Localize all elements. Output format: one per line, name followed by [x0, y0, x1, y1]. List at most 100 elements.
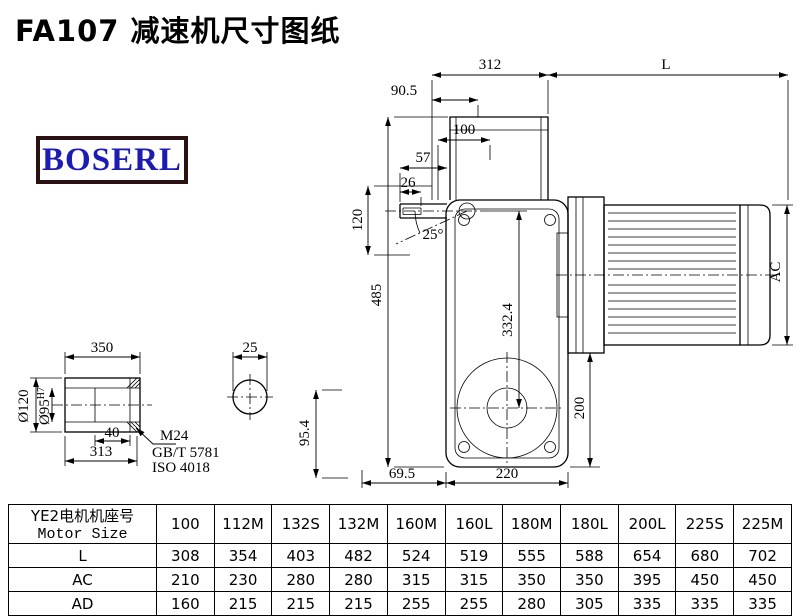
boserl-logo-text: BOSERL [42, 141, 182, 178]
table-cell: 305 [560, 591, 619, 616]
table-cell: 450 [733, 567, 792, 592]
boserl-logo: BOSERL [36, 136, 188, 184]
table-cell: 215 [329, 591, 388, 616]
table-cell: 354 [213, 543, 273, 568]
dim-485: 485 [369, 284, 385, 307]
dim-angle-25: 25° [423, 227, 444, 243]
column-header: 180M [502, 504, 562, 544]
table-cell: 524 [386, 543, 446, 568]
column-header: 225S [675, 504, 735, 544]
table-cell: 160 [156, 591, 215, 616]
bolt-hole [458, 441, 470, 453]
dim-100: 100 [453, 122, 476, 138]
dim-200: 200 [572, 397, 588, 420]
angle-reference-line [395, 210, 468, 245]
column-header: 225M [733, 504, 792, 544]
shaft-end-centerlines [227, 374, 273, 420]
output-centerlines [450, 352, 564, 464]
column-header: 100 [156, 504, 215, 544]
column-header: 160M [386, 504, 446, 544]
dim-313: 313 [90, 444, 113, 460]
motor-fins [608, 212, 736, 334]
table-row-AD: AD 160 215 215 215 255 255 280 305 335 3… [8, 591, 792, 616]
table-cell: 335 [617, 591, 677, 616]
section-hatching [126, 377, 141, 433]
dia95-value: Ø95 [37, 399, 53, 425]
column-header: 132S [271, 504, 331, 544]
column-header: 132M [329, 504, 388, 544]
input-shaft-keyway [402, 207, 422, 215]
table-row-AC: AC 210 230 280 280 315 315 350 350 395 4… [8, 567, 792, 592]
table-cell: 588 [560, 543, 619, 568]
row-label: L [8, 543, 157, 568]
bolt-hole [458, 214, 470, 226]
table-cell: 215 [271, 591, 331, 616]
dia95-tolerance: H7 [36, 387, 47, 399]
motor-size-header-cn: YE2电机机座号 [30, 507, 135, 525]
angle-arc [414, 210, 421, 234]
technical-drawing: 312 L 90.5 100 57 26 120 25° 485 332.4 A… [16, 57, 793, 488]
bolt-hole [544, 441, 556, 453]
hollow-shaft-bore [65, 378, 140, 432]
row-label: AD [8, 591, 157, 616]
column-header: 112M [213, 504, 273, 544]
page-title: FA107 减速机尺寸图纸 [15, 14, 341, 48]
dim-L: L [661, 57, 670, 73]
table-cell: 315 [444, 567, 504, 592]
table-cell: 210 [156, 567, 215, 592]
dim-350: 350 [91, 340, 114, 356]
extension-lines [437, 145, 491, 200]
hollow-shaft-outline [64, 377, 141, 433]
dim-332-4: 332.4 [500, 303, 516, 337]
column-header: 180L [560, 504, 619, 544]
table-cell: 555 [502, 543, 562, 568]
motor-size-header: YE2电机机座号 Motor Size [8, 504, 157, 544]
table-cell: 519 [444, 543, 504, 568]
table-cell: 215 [213, 591, 273, 616]
dim-40: 40 [105, 425, 120, 441]
table-cell: 680 [675, 543, 735, 568]
gearbox-tower-detail [450, 117, 548, 200]
column-header: 160L [444, 504, 504, 544]
table-cell: 335 [733, 591, 792, 616]
dim-220: 220 [496, 466, 519, 482]
table-cell: 280 [329, 567, 388, 592]
extension-lines [322, 389, 348, 479]
motor-size-table: YE2电机机座号 Motor Size 100 112M 132S 132M 1… [8, 504, 792, 616]
dim-dia120: Ø120 [16, 389, 32, 422]
main-view: 312 L 90.5 100 57 26 120 25° 485 332.4 A… [297, 57, 793, 488]
table-cell: 335 [675, 591, 735, 616]
dim-312: 312 [479, 57, 502, 73]
motor-coupling [556, 232, 569, 318]
standard-iso-label: ISO 4018 [152, 460, 210, 476]
table-cell: 350 [560, 567, 619, 592]
gearbox-tower-outline [449, 116, 549, 200]
table-cell: 255 [386, 591, 446, 616]
table-cell: 315 [386, 567, 446, 592]
dim-120: 120 [350, 209, 366, 232]
column-header: 200L [617, 504, 677, 544]
table-cell: 482 [329, 543, 388, 568]
table-cell: 280 [271, 567, 331, 592]
dim-57: 57 [416, 150, 432, 166]
table-cell: 230 [213, 567, 273, 592]
dim-26: 26 [401, 175, 417, 191]
thread-leader [135, 427, 176, 445]
shaft-detail-view: 350 Ø120 Ø95H7 40 313 25 M24 GB/T 5781 I… [16, 340, 273, 476]
dim-dia95: Ø95H7 [36, 387, 53, 425]
motor-size-header-en: Motor Size [37, 526, 128, 543]
table-cell: 350 [502, 567, 562, 592]
bolt-hole [544, 214, 556, 226]
table-cell: 280 [502, 591, 562, 616]
table-cell: 255 [444, 591, 504, 616]
row-label: AC [8, 567, 157, 592]
dim-AC: AC [768, 262, 784, 283]
table-cell: 654 [617, 543, 677, 568]
dim-25: 25 [243, 340, 258, 356]
table-cell: 450 [675, 567, 735, 592]
extension-lines [394, 116, 448, 468]
dim-69-5: 69.5 [389, 466, 415, 482]
dim-95-4: 95.4 [297, 419, 313, 446]
extension-lines [374, 185, 432, 256]
thread-label: M24 [160, 428, 189, 444]
